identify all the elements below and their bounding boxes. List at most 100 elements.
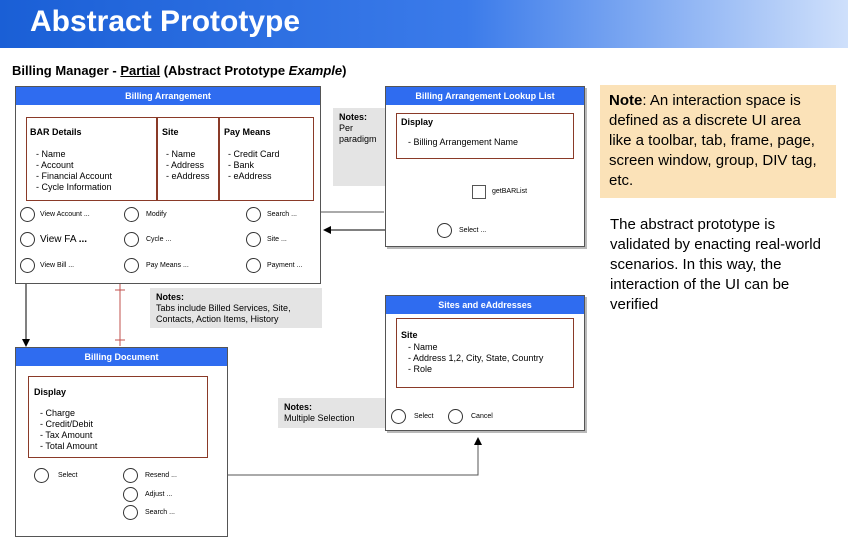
- notes-heading: Notes:: [284, 402, 313, 412]
- list-item: Financial Account: [36, 171, 113, 182]
- notes-tabs: Notes: Tabs include Billed Services, Sit…: [150, 288, 322, 328]
- list-item: eAddress: [166, 171, 210, 182]
- search-button[interactable]: [246, 207, 261, 222]
- callout-text: : An interaction space is defined as a d…: [609, 92, 817, 189]
- subtitle-suffix: ): [342, 63, 347, 78]
- notes-heading: Notes:: [339, 112, 368, 122]
- note-callout: Note: An interaction space is defined as…: [600, 85, 836, 198]
- bar-details-heading: BAR Details: [30, 127, 82, 137]
- view-bill-label: View Bill ...: [40, 262, 75, 269]
- connector-resend-to-sites: [205, 437, 482, 476]
- pay-means-button[interactable]: [124, 258, 139, 273]
- billing-arrangement-title: Billing Arrangement: [16, 87, 320, 105]
- cycle-label: Cycle ...: [146, 236, 172, 243]
- document-display-list: Charge Credit/Debit Tax Amount Total Amo…: [40, 408, 97, 452]
- list-item: Address: [166, 160, 210, 171]
- document-select-label: Select: [58, 472, 78, 479]
- view-fa-text: View FA: [40, 234, 76, 245]
- billing-document-title: Billing Document: [16, 348, 227, 366]
- list-item: Cycle Information: [36, 182, 112, 193]
- document-search-label: Search ...: [145, 509, 175, 516]
- sites-heading: Site: [401, 330, 418, 340]
- notes-text: Per: [339, 123, 354, 133]
- lookup-select-label: Select ...: [459, 227, 487, 234]
- site-button[interactable]: [246, 232, 261, 247]
- payment-button[interactable]: [246, 258, 261, 273]
- bar-details-list: Name Account Financial Account Cycle Inf…: [36, 149, 112, 193]
- sites-title: Sites and eAddresses: [386, 296, 584, 314]
- list-item: Account: [36, 160, 112, 171]
- document-display-heading: Display: [34, 387, 67, 397]
- sites-group: [396, 318, 574, 388]
- list-item: Billing Arrangement Name: [408, 137, 519, 148]
- header-banner: [0, 0, 848, 48]
- cycle-button[interactable]: [124, 232, 139, 247]
- document-select-button[interactable]: [34, 468, 49, 483]
- divider: [218, 117, 220, 201]
- resend-button[interactable]: [123, 468, 138, 483]
- pay-means-heading: Pay Means: [224, 127, 271, 137]
- list-item: Tax Amount: [40, 430, 97, 441]
- list-item: Credit/Debit: [40, 419, 97, 430]
- bar-details-group: [26, 117, 314, 201]
- notes-text: Multiple Selection: [284, 413, 355, 423]
- list-item: Bank: [228, 160, 280, 171]
- lookup-display-group: [396, 113, 574, 159]
- billing-document-window: Billing Document Display Charge Credit/D…: [15, 347, 228, 537]
- callout-bold: Note: [609, 92, 643, 109]
- subtitle-example: Example: [288, 63, 343, 78]
- page-title: Abstract Prototype: [30, 5, 301, 38]
- validation-paragraph: The abstract prototype is validated by e…: [610, 216, 821, 313]
- modify-button[interactable]: [124, 207, 139, 222]
- view-fa-label: View FA ...: [40, 234, 87, 245]
- sites-window: Sites and eAddresses Site Name Address 1…: [385, 295, 585, 431]
- sites-cancel-button[interactable]: [448, 409, 463, 424]
- list-item: Credit Card: [228, 149, 280, 160]
- document-display-group: [28, 376, 208, 458]
- list-item: Total Amount: [40, 441, 97, 452]
- subtitle-middle: (Abstract Prototype: [160, 63, 289, 78]
- sites-cancel-label: Cancel: [471, 413, 493, 420]
- notes-multiple-selection: Notes: Multiple Selection: [278, 398, 385, 428]
- divider: [156, 117, 158, 201]
- modify-label: Modify: [146, 211, 167, 218]
- view-account-button[interactable]: [20, 207, 35, 222]
- pay-means-label: Pay Means ...: [146, 262, 189, 269]
- list-item: Role: [408, 364, 543, 375]
- notes-text: Contacts, Action Items, History: [156, 314, 279, 324]
- site-heading: Site: [162, 127, 179, 137]
- subtitle-prefix: Billing Manager -: [12, 63, 121, 78]
- payment-label: Payment ...: [267, 262, 303, 269]
- list-item: Address 1,2, City, State, Country: [408, 353, 543, 364]
- getbarlist-label: getBARList: [492, 188, 528, 195]
- search-label: Search ...: [267, 211, 297, 218]
- adjust-button[interactable]: [123, 487, 138, 502]
- sites-select-button[interactable]: [391, 409, 406, 424]
- adjust-label: Adjust ...: [145, 491, 173, 498]
- list-item: Name: [36, 149, 112, 160]
- notes-text: Tabs include Billed Services, Site,: [156, 303, 291, 313]
- document-search-button[interactable]: [123, 505, 138, 520]
- list-item: Charge: [40, 408, 97, 419]
- lookup-display-list: Billing Arrangement Name: [408, 137, 519, 148]
- lookup-display-heading: Display: [401, 117, 434, 127]
- subtitle-partial: Partial: [120, 63, 161, 78]
- view-bill-button[interactable]: [20, 258, 35, 273]
- view-fa-button[interactable]: [20, 232, 35, 247]
- view-account-label: View Account ...: [40, 211, 90, 218]
- getbarlist-node: [472, 185, 486, 199]
- view-fa-dots: ...: [78, 234, 88, 245]
- notes-heading: Notes:: [156, 292, 185, 302]
- list-item: Name: [408, 342, 543, 353]
- notes-text: paradigm: [339, 134, 377, 144]
- list-item: eAddress: [228, 171, 280, 182]
- lookup-select-button[interactable]: [437, 223, 452, 238]
- lookup-list-title: Billing Arrangement Lookup List: [386, 87, 584, 105]
- site-list: Name Address eAddress: [166, 149, 210, 182]
- lookup-list-window: Billing Arrangement Lookup List Display …: [385, 86, 585, 247]
- sites-select-label: Select: [414, 413, 434, 420]
- resend-label: Resend ...: [145, 472, 177, 479]
- notes-paradigm: Notes: Per paradigm: [333, 108, 385, 186]
- diagram-subtitle: Billing Manager - Partial (Abstract Prot…: [12, 63, 347, 78]
- site-label: Site ...: [267, 236, 287, 243]
